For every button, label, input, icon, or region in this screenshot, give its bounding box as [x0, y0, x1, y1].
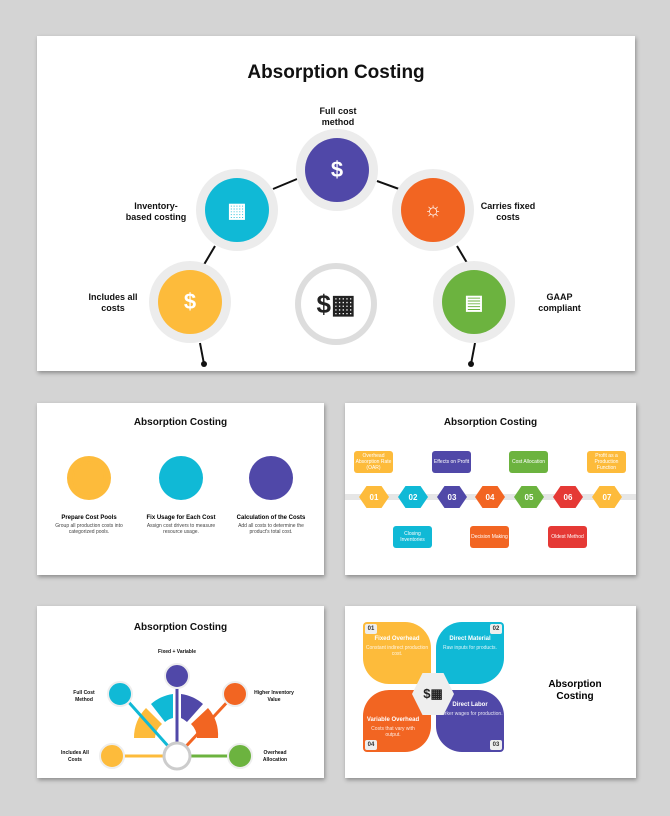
step-label: Oldest Method: [548, 526, 587, 548]
report-chart-icon: ▤: [442, 270, 506, 334]
slide-3-thumbnail[interactable]: Absorption Costing 01 02 03 04 05 06 07 …: [345, 403, 636, 575]
ring: ☼: [392, 169, 474, 251]
step-desc: Assign cost drivers to measure resource …: [146, 523, 216, 535]
slide-title: Absorption Costing: [133, 417, 228, 428]
ring: $: [149, 261, 231, 343]
step-hex: 06: [553, 486, 583, 508]
quadrant-number: 01: [365, 624, 377, 634]
quadrant-desc: Costs that vary with output.: [371, 726, 415, 738]
label-includes: Includes all costs: [88, 292, 138, 313]
step-label: Cost Allocation: [509, 451, 548, 473]
slide-1-thumbnail[interactable]: Absorption Costing Full cost method $ In…: [37, 36, 635, 371]
step-label: Closing Inventories: [393, 526, 432, 548]
step-label: Effects on Profit: [432, 451, 471, 473]
quadrant-number: 02: [490, 624, 502, 634]
quadrant-title: Fixed Overhead: [374, 636, 420, 642]
money-bag-calculator-icon: $▦: [301, 269, 371, 339]
step-title: Prepare Cost Pools: [61, 515, 117, 521]
label-full-cost: Full cost method: [319, 106, 357, 127]
quadrant-title: Direct Material: [449, 636, 491, 642]
step-label: Decision Making: [470, 526, 509, 548]
step-title: Calculation of the Costs: [236, 515, 306, 521]
step-desc: Add all costs to determine the product's…: [238, 523, 304, 535]
connector-lines: [199, 178, 476, 367]
quadrant-desc: Raw inputs for products.: [443, 645, 497, 651]
ring: ▦: [196, 169, 278, 251]
step-hex: 05: [514, 486, 544, 508]
step-hex: 03: [437, 486, 467, 508]
step-hex: 02: [398, 486, 428, 508]
label-gaap: GAAP compliant: [538, 292, 581, 313]
fan-label: Fixed + Variable: [158, 649, 196, 655]
quadrant-number: 04: [365, 740, 377, 750]
label-inventory: Inventory-based costing: [125, 201, 187, 222]
quadrant-desc: Constant indirect production cost.: [365, 645, 429, 657]
step-hex: 04: [475, 486, 505, 508]
step-label: Profit as a Production Function: [587, 451, 626, 473]
slide-title: Absorption Costing: [443, 417, 538, 428]
quadrant-title: Direct Labor: [452, 702, 488, 708]
label-carries-fixed: Carries fixed costs: [480, 201, 536, 222]
slide-title: Absorption Costing: [548, 679, 602, 702]
calculator-gear-icon: [249, 456, 293, 500]
step-hex: 01: [359, 486, 389, 508]
quadrant-desc: Worker wages for production.: [437, 711, 503, 717]
idea-hand-icon: ☼: [401, 178, 465, 242]
quadrant-number: 03: [490, 740, 502, 750]
coins-gear-icon: [67, 456, 111, 500]
fan-label: Full Cost Method: [73, 690, 95, 703]
storefront-icon: ▦: [205, 178, 269, 242]
hand-coins-icon: $: [305, 138, 369, 202]
fan-label: Includes All Costs: [61, 750, 89, 763]
ring: ▤: [433, 261, 515, 343]
quadrant-title: Variable Overhead: [366, 717, 420, 723]
fan-label: Higher Inventory Value: [254, 690, 294, 703]
hand-dollar-icon: $: [158, 270, 222, 334]
fan-diagram: [99, 663, 253, 771]
step-title: Fix Usage for Each Cost: [146, 515, 216, 521]
step-hex: 07: [592, 486, 622, 508]
slide-4-thumbnail[interactable]: Absorption Costing Includes All Costs Fu…: [37, 606, 324, 778]
ring: $▦: [295, 263, 377, 345]
step-desc: Group all production costs into categori…: [55, 523, 123, 535]
slide-title: Absorption Costing: [133, 622, 228, 633]
money-bag-calculator-icon: $▦: [412, 673, 454, 715]
fan-label: Overhead Allocation: [262, 750, 288, 763]
slide-title: Absorption Costing: [247, 62, 425, 83]
step-label: Overhead Absorption Rate (OAR): [354, 451, 393, 473]
worker-gear-icon: [159, 456, 203, 500]
ring: $: [296, 129, 378, 211]
